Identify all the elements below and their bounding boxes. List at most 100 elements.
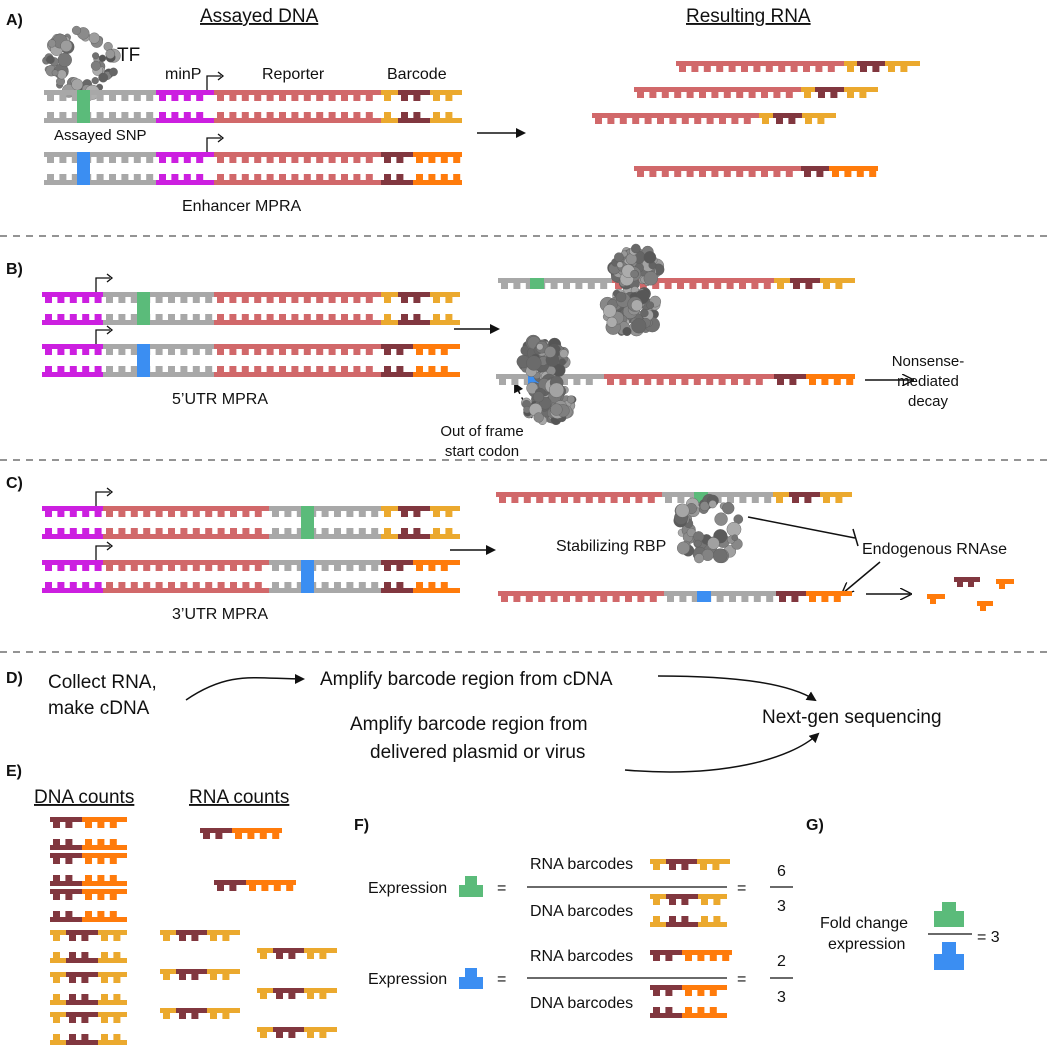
- tf-label: TF: [117, 45, 140, 66]
- rna-count-green-4: [257, 948, 337, 959]
- panel-c-label: C): [6, 475, 23, 492]
- ribosome-large-icon-b1: [599, 287, 662, 337]
- arrow-rnase: [843, 561, 881, 593]
- rna-a2: [634, 87, 878, 98]
- minp-label: minP: [165, 66, 201, 83]
- collect-rna-label-2: make cDNA: [48, 698, 150, 719]
- dna-barcodes-blue: DNA barcodes: [530, 995, 633, 1012]
- rna-count-green-3: [160, 1008, 240, 1019]
- out-of-frame-label-2: start codon: [445, 443, 519, 460]
- ribosome-small-icon-b2: [516, 334, 571, 384]
- promoter-arrow-b1: [95, 273, 114, 292]
- panel-f-label: F): [354, 817, 369, 834]
- collect-rna-label-1: Collect RNA,: [48, 672, 157, 693]
- endogenous-rnase-label: Endogenous RNAse: [862, 541, 1007, 558]
- rna-count-blue-1: [200, 828, 282, 839]
- inhibit-line: [747, 516, 856, 539]
- snp-green-icon-f: [459, 876, 483, 897]
- utr5-mpra-caption: 5’UTR MPRA: [172, 391, 268, 408]
- equals-blue-value: =: [737, 971, 746, 988]
- stabilizing-rbp-label: Stabilizing RBP: [556, 538, 666, 555]
- equals-blue: =: [497, 971, 506, 988]
- dna-barcode-green-f: [650, 894, 727, 927]
- panel-g-label: G): [806, 817, 824, 834]
- dna-barcode-blue-f: [650, 985, 727, 1018]
- rna-count-green-6: [257, 1027, 337, 1038]
- promoter-arrow-c1: [95, 487, 114, 506]
- rna-count-blue-2: [214, 880, 296, 891]
- panel-e-label: E): [6, 763, 22, 780]
- dna-count-blue-3: [50, 889, 127, 922]
- expression-green-label: Expression: [368, 880, 447, 897]
- utr5-construct-green: [42, 292, 460, 325]
- out-of-frame-label-1: Out of frame: [440, 423, 523, 440]
- dna-count-blue-1: [50, 817, 127, 850]
- rna-count-green-1: [160, 930, 240, 941]
- assayed-dna-header: Assayed DNA: [200, 6, 319, 27]
- nmd-label-1: Nonsense-: [892, 353, 965, 370]
- flow-arrows: [185, 128, 912, 773]
- dna-barcodes-green: DNA barcodes: [530, 903, 633, 920]
- promoter-arrow-b2: [95, 325, 114, 344]
- enhancer-mpra-caption: Enhancer MPRA: [182, 198, 301, 215]
- snp-blue-icon-f: [459, 968, 483, 989]
- utr5-construct-blue: [42, 344, 460, 377]
- ribosome-small-icon-b1: [607, 243, 665, 296]
- expression-blue-label: Expression: [368, 971, 447, 988]
- nmd-label-3: decay: [908, 393, 949, 410]
- reporter-label: Reporter: [262, 66, 325, 83]
- arrow-plasmid-ngs: [624, 732, 820, 773]
- rna-b1: [498, 278, 855, 289]
- panel-a-label: A): [6, 12, 23, 29]
- equals-green: =: [497, 880, 506, 897]
- enhancer-construct-blue: [44, 152, 462, 185]
- rna-a4: [634, 166, 878, 177]
- resulting-rna-header: Resulting RNA: [686, 6, 811, 27]
- green-numerator: 6: [777, 863, 786, 880]
- rna-a1: [676, 61, 920, 72]
- promoter-arrow-c2: [95, 541, 114, 560]
- snp-green-icon-g: [934, 902, 964, 927]
- amplify-plasmid-label-2: delivered plasmid or virus: [370, 742, 585, 763]
- ribosome-large-icon-b2: [521, 373, 577, 426]
- rna-c2: [498, 591, 852, 602]
- amplify-plasmid-label-1: Amplify barcode region from: [350, 714, 588, 735]
- rna-barcodes-green: RNA barcodes: [530, 856, 633, 873]
- panel-dividers: [0, 235, 1050, 653]
- barcode-label: Barcode: [387, 66, 447, 83]
- ngs-label: Next-gen sequencing: [762, 707, 942, 728]
- green-denominator: 3: [777, 898, 786, 915]
- fold-change-label-1: Fold change: [820, 915, 908, 932]
- amplify-cdna-label: Amplify barcode region from cDNA: [320, 669, 613, 690]
- enhancer-construct-green: [44, 90, 462, 123]
- panel-d-label: D): [6, 670, 23, 687]
- molecule-shapes: [42, 25, 1014, 1045]
- rna-a3: [592, 113, 836, 124]
- nmd-label-2: mediated: [897, 373, 959, 390]
- rna-count-green-5: [257, 988, 337, 999]
- blue-numerator: 2: [777, 953, 786, 970]
- arrow-collect: [185, 673, 305, 701]
- rna-barcode-green-f: [650, 859, 730, 870]
- rna-barcodes-blue: RNA barcodes: [530, 948, 633, 965]
- rbp-protein-icon: [673, 493, 744, 564]
- tf-protein-icon: [42, 25, 121, 100]
- dna-counts-header: DNA counts: [34, 787, 134, 808]
- dna-count-green-3: [50, 1012, 127, 1045]
- dna-count-blue-2: [50, 853, 127, 886]
- assayed-snp-label: Assayed SNP: [54, 127, 147, 144]
- blue-denominator: 3: [777, 989, 786, 1006]
- fold-change-label-2: expression: [828, 936, 905, 953]
- promoter-arrow-a1: [206, 71, 225, 90]
- arrow-cdna-ngs: [657, 675, 817, 702]
- dna-count-green-1: [50, 930, 127, 963]
- fold-change-result: = 3: [977, 929, 1000, 946]
- panel-b-label: B): [6, 261, 23, 278]
- fraction-bars: [527, 886, 972, 979]
- rna-barcode-blue-f: [650, 950, 732, 961]
- equals-green-value: =: [737, 880, 746, 897]
- utr3-construct-green: [42, 506, 460, 539]
- promoter-arrow-a2: [206, 133, 225, 152]
